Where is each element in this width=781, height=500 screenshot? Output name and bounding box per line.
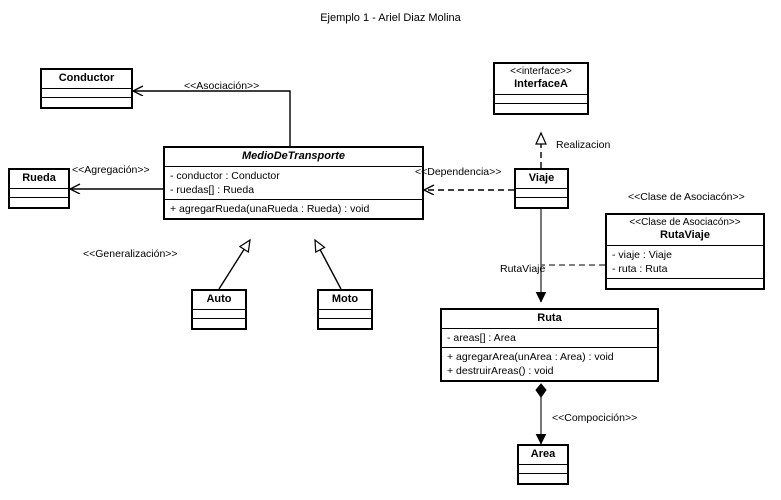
class-attributes-conductor (42, 89, 131, 98)
edge-label-clase-de-asociacion: <<Clase de Asociacón>> (628, 191, 745, 203)
class-box-rutaviaje[interactable]: <<Clase de Asociacón>> RutaViaje - viaje… (605, 213, 765, 290)
class-attributes-viaje (516, 189, 567, 198)
edge-label-agregacion: <<Agregación>> (72, 164, 150, 176)
class-name-interfacea: <<interface>> InterfaceA (495, 64, 587, 95)
class-box-viaje[interactable]: Viaje (514, 168, 569, 209)
class-name-ruta: Ruta (442, 310, 657, 329)
class-name-rutaviaje: <<Clase de Asociacón>> RutaViaje (607, 215, 763, 246)
class-box-ruta[interactable]: Ruta - areas[] : Area + agregarArea(unAr… (440, 308, 659, 382)
attribute-row: - ruta : Ruta (612, 263, 668, 275)
class-operations-viaje (516, 198, 567, 207)
class-operations-ruta: + agregarArea(unArea : Area) : void + de… (442, 348, 657, 380)
edge-label-generalizacion: <<Generalización>> (83, 248, 178, 260)
class-operations-mediodetransporte: + agregarRueda(unaRueda : Rueda) : void (165, 200, 422, 218)
class-box-area[interactable]: Area (517, 444, 569, 485)
edge-label-asociacion: <<Asociación>> (184, 80, 260, 92)
page-title: Ejemplo 1 - Ariel Diaz Molina (320, 12, 461, 24)
class-attributes-ruta: - areas[] : Area (442, 329, 657, 348)
edge-label-realizacion: Realizacion (556, 139, 611, 151)
class-box-conductor[interactable]: Conductor (40, 68, 133, 109)
class-name-area: Area (519, 446, 567, 465)
class-stereotype-rutaviaje: <<Clase de Asociacón>> (629, 217, 741, 228)
class-stereotype-interfacea: <<interface>> (510, 66, 572, 77)
class-operations-auto (193, 319, 245, 328)
class-operations-conductor (42, 98, 131, 107)
edge-generalizacion-moto (314, 238, 342, 290)
edge-label-rutaviaje: RutaViaje (500, 263, 546, 275)
class-box-moto[interactable]: Moto (317, 289, 373, 330)
operation-row: + agregarRueda(unaRueda : Rueda) : void (170, 203, 370, 215)
class-attributes-rutaviaje: - viaje : Viaje - ruta : Ruta (607, 246, 763, 279)
edge-label-dependencia: <<Dependencia>> (415, 166, 502, 178)
class-box-rueda[interactable]: Rueda (8, 168, 70, 209)
class-box-auto[interactable]: Auto (191, 289, 247, 330)
edge-label-compocicion: <<Compocición>> (552, 412, 638, 424)
class-name-rueda: Rueda (10, 170, 68, 189)
class-attributes-auto (193, 310, 245, 319)
class-attributes-moto (319, 310, 371, 319)
operation-row: + destruirAreas() : void (447, 365, 554, 377)
class-box-mediodetransporte[interactable]: MedioDeTransporte - conductor : Conducto… (163, 146, 424, 220)
operation-row: + agregarArea(unArea : Area) : void (447, 351, 614, 363)
class-attributes-rueda (10, 189, 68, 198)
class-attributes-mediodetransporte: - conductor : Conductor - ruedas[] : Rue… (165, 167, 422, 200)
class-operations-rutaviaje (607, 279, 763, 288)
class-operations-rueda (10, 198, 68, 207)
class-name-mediodetransporte: MedioDeTransporte (165, 148, 422, 167)
attribute-row: - viaje : Viaje (612, 249, 672, 261)
class-name-viaje: Viaje (516, 170, 567, 189)
attribute-row: - conductor : Conductor (170, 170, 280, 182)
class-name-moto: Moto (319, 291, 371, 310)
class-operations-area (519, 474, 567, 483)
class-title-rutaviaje: RutaViaje (660, 229, 710, 241)
class-operations-interfacea (495, 104, 587, 113)
edge-asociacion (133, 91, 291, 146)
class-attributes-area (519, 465, 567, 474)
class-title-interfacea: InterfaceA (514, 78, 568, 90)
attribute-row: - areas[] : Area (447, 332, 516, 344)
class-attributes-interfacea (495, 95, 587, 104)
class-box-interfacea[interactable]: <<interface>> InterfaceA (493, 62, 589, 115)
class-name-auto: Auto (193, 291, 245, 310)
class-operations-moto (319, 319, 371, 328)
attribute-row: - ruedas[] : Rueda (170, 184, 255, 196)
class-name-conductor: Conductor (42, 70, 131, 89)
edge-generalizacion-auto (218, 238, 251, 290)
